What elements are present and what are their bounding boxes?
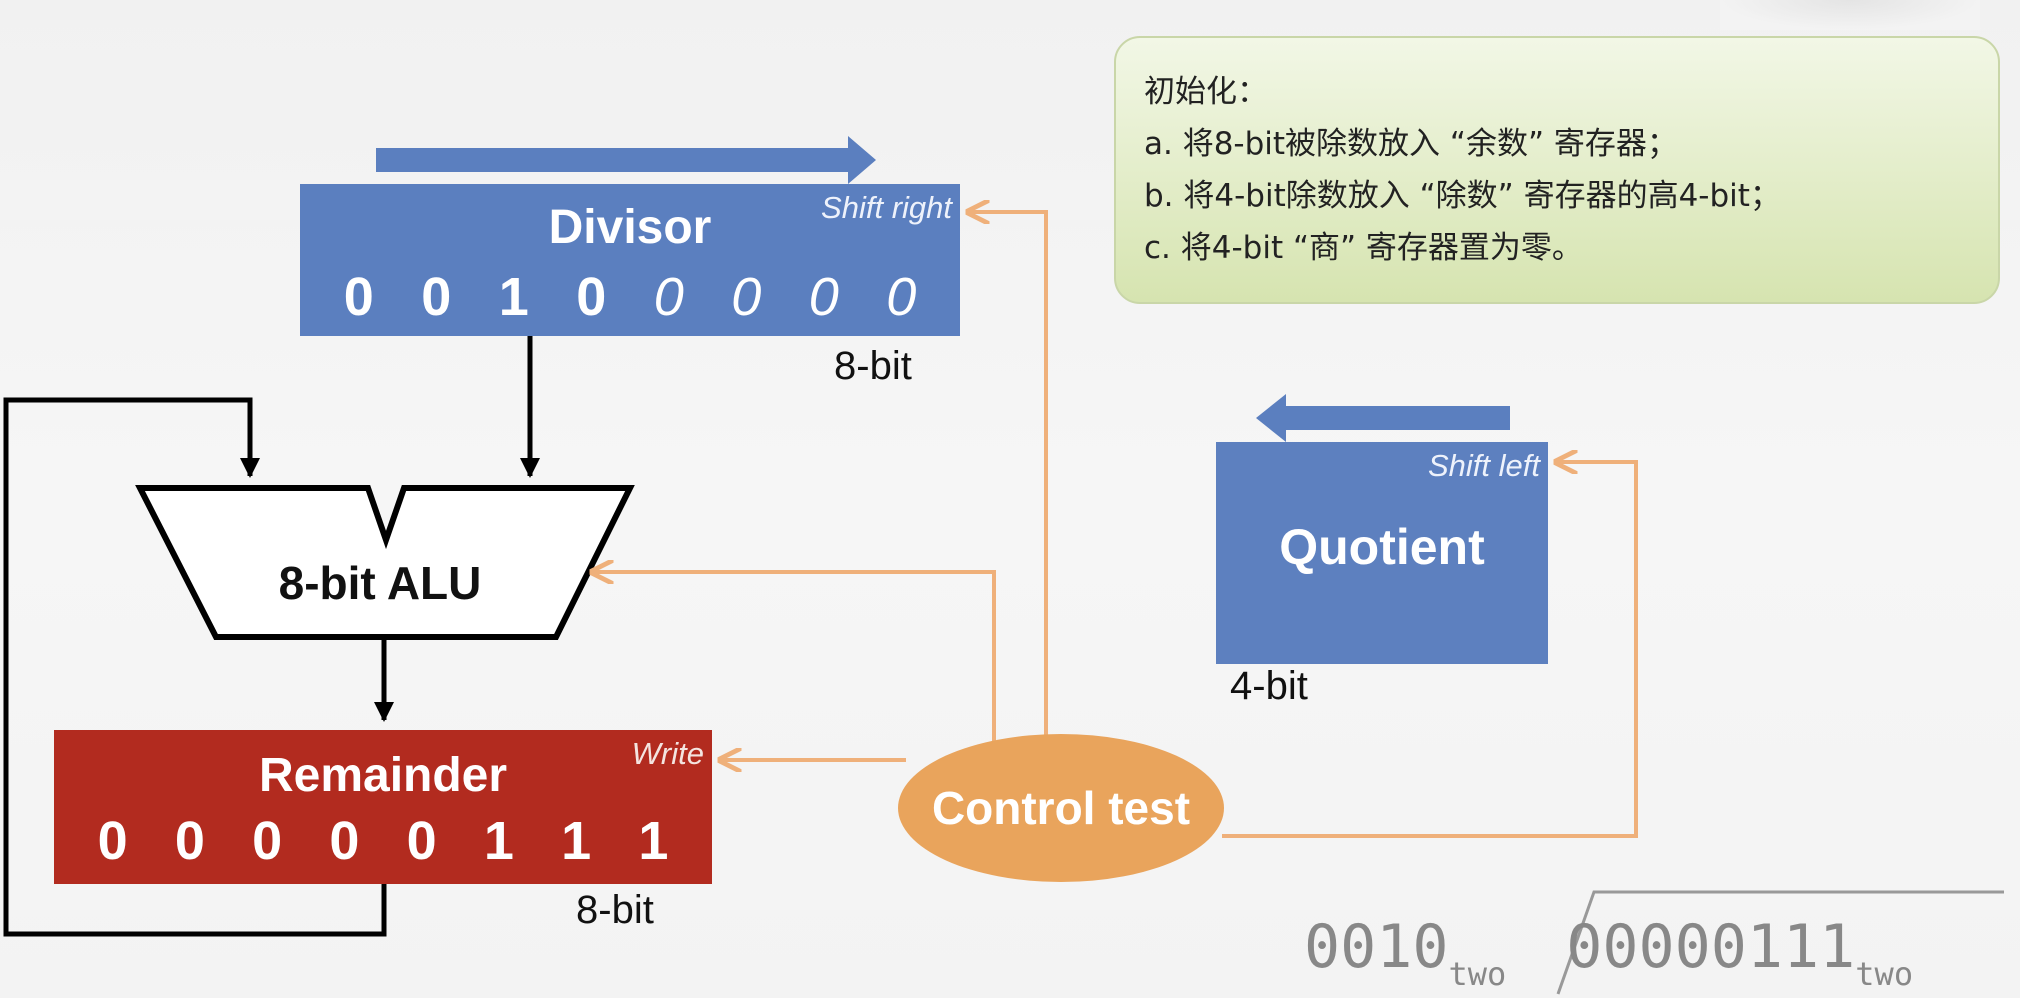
divisor-bit-6: 0: [421, 267, 452, 327]
control-test-unit: Control test: [898, 734, 1224, 882]
divisor-register: Divisor Shift right 0 0 1 0 0 0 0 0: [300, 184, 960, 336]
remainder-bit-7: 0: [97, 811, 128, 871]
divisor-bit-7: 0: [343, 267, 374, 327]
remainder-bit-4: 0: [329, 811, 360, 871]
remainder-bit-1: 1: [561, 811, 592, 871]
divisor-bit-3: 0: [653, 267, 684, 327]
divisor-width-label: 8-bit: [834, 344, 912, 388]
remainder-bits: 0 0 0 0 0 1 1 1: [54, 810, 712, 872]
remainder-write-label: Write: [631, 736, 704, 771]
formula-dividend-base: two: [1855, 955, 1914, 993]
remainder-width-label: 8-bit: [576, 888, 654, 932]
note-line-a: a. 将8-bit被除数放入 “余数” 寄存器；: [1144, 126, 1678, 162]
quotient-title: Quotient: [1279, 519, 1485, 575]
control-to-divisor-wire: [968, 212, 1048, 740]
divisor-bit-5: 1: [498, 267, 529, 327]
remainder-register: Remainder Write 0 0 0 0 0 1 1 1: [54, 730, 712, 884]
control-to-alu-wire: [592, 572, 996, 742]
divisor-shift-right-label: Shift right: [821, 190, 952, 225]
remainder-bit-5: 0: [252, 811, 283, 871]
long-division-bracket: [1556, 890, 2004, 995]
formula-dividend: 00000111: [1566, 912, 1856, 982]
quotient-shift-left-arrow: [1256, 394, 1510, 442]
divisor-bit-1: 0: [808, 267, 839, 327]
initialization-note: 初始化： a. 将8-bit被除数放入 “余数” 寄存器； b. 将4-bit除…: [1114, 36, 2000, 304]
note-line-b: b. 将4-bit除数放入 “除数” 寄存器的高4-bit；: [1144, 178, 1781, 214]
quotient-register: Shift left Quotient: [1216, 442, 1548, 664]
remainder-bit-0: 1: [638, 811, 669, 871]
formula-divisor: 0010: [1304, 912, 1449, 982]
remainder-bit-3: 0: [406, 811, 437, 871]
alu-label: 8-bit ALU: [278, 557, 482, 609]
remainder-bit-2: 1: [483, 811, 514, 871]
formula-divisor-base: two: [1448, 955, 1507, 993]
control-test-label: Control test: [931, 782, 1191, 834]
corner-decoration: [1720, 0, 1980, 30]
remainder-title: Remainder: [258, 749, 508, 802]
note-line-c: c. 将4-bit “商” 寄存器置为零。: [1144, 230, 1583, 266]
control-to-quotient-wire: [1222, 462, 1638, 838]
divisor-title: Divisor: [548, 201, 712, 254]
quotient-width-label: 4-bit: [1230, 664, 1308, 708]
remainder-bit-6: 0: [174, 811, 205, 871]
divisor-bits: 0 0 1 0 0 0 0 0: [300, 266, 960, 328]
divisor-bit-2: 0: [731, 267, 762, 327]
divisor-bit-0: 0: [886, 267, 917, 327]
alu-shape: [135, 485, 635, 640]
quotient-shift-left-label: Shift left: [1428, 448, 1540, 483]
remainder-feedback-wire: [3, 397, 387, 937]
note-line-title: 初始化：: [1144, 74, 1268, 110]
divisor-bit-4: 0: [576, 267, 607, 327]
divisor-shift-right-arrow: [376, 136, 876, 184]
